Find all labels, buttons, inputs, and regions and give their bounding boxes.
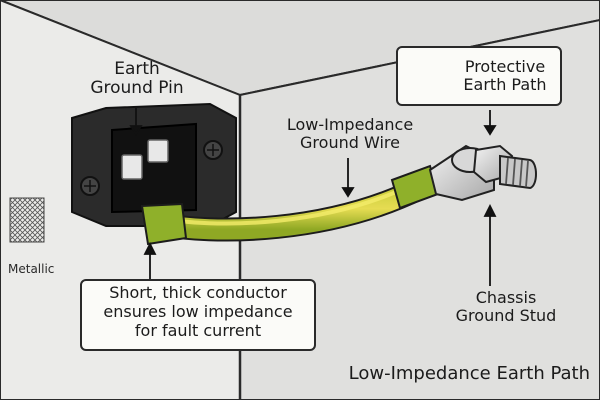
chassis-ground-stud [428,144,537,202]
protective-earth-line-1: Protective [464,57,546,76]
chassis-stud-line-2: Ground Stud [455,306,557,326]
callout-line-3: for fault current [134,321,262,341]
metallic-mesh-swatch [9,197,45,243]
wire-sleeve-inlet [140,202,188,246]
earth-ground-pin-label: Earth Ground Pin [78,59,196,99]
earth-ground-pin-line-2: Ground Pin [90,78,184,99]
protective-earth-label: Protective Earth Path [450,57,560,95]
protective-earth-box [396,46,562,106]
live-pin [121,154,143,180]
chassis-ground-stud-label: Chassis Ground Stud [452,288,560,326]
iec-power-inlet [71,102,237,227]
earth-ground-pin-line-1: Earth [114,59,160,79]
ground-wire-label: Low-Impedance Ground Wire [262,115,438,153]
metallic-label: Metallic [8,262,55,276]
callout-line-2: ensures low impedance [103,302,293,322]
callout-text: Short, thick conductor ensures low imped… [80,283,316,341]
earth-pin [147,139,169,163]
callout-line-1: Short, thick conductor [109,283,287,302]
diagram-caption: Low-Impedance Earth Path [348,363,590,384]
ground-wire-line-1: Low-Impedance [286,115,414,134]
callout-box [80,279,316,351]
chassis-stud-line-1: Chassis [475,288,537,307]
ground-wire-line-2: Ground Wire [300,133,400,153]
leader-arrows [129,108,497,286]
ground-wire [140,164,440,246]
protective-earth-line-2: Earth Path [463,75,547,95]
